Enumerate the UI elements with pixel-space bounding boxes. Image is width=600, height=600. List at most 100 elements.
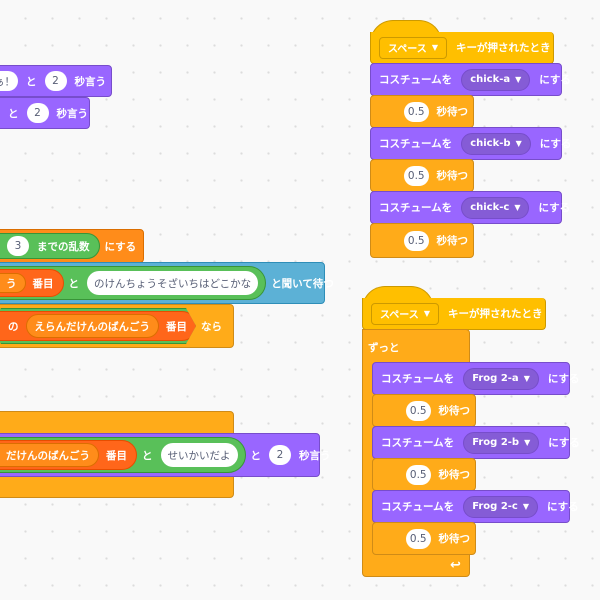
join-reporter[interactable]: う 番目 と のけんちょうそざいちはどこかな: [0, 266, 267, 300]
costume-dropdown[interactable]: chick-c ▼: [461, 196, 530, 219]
loop-arrow-icon: ↩: [450, 557, 461, 573]
chevron-down-icon: ▼: [524, 438, 531, 447]
say-verb-label: 秒言う: [74, 75, 107, 88]
costume-label: コスチュームを: [379, 202, 453, 214]
key-dropdown[interactable]: スペース ▼: [379, 36, 447, 59]
costume-label: コスチュームを: [381, 501, 455, 513]
switch-costume-block[interactable]: コスチュームを chick-a ▼ にする: [370, 63, 571, 96]
costume-verb: にする: [547, 373, 580, 385]
say-secs-input[interactable]: 2: [269, 445, 291, 465]
costume-label: コスチュームを: [379, 138, 453, 150]
random-label: までの乱数: [37, 240, 90, 253]
question-input[interactable]: のけんちょうそざいちはどこかな: [87, 271, 259, 295]
random-to-input[interactable]: 3: [7, 236, 29, 256]
say-for-secs-block[interactable]: と 2 秒言う: [0, 97, 90, 129]
say-verb-label: 秒言う: [56, 107, 89, 120]
when-key-pressed-hat[interactable]: スペース ▼ キーが押されたとき: [370, 32, 554, 64]
hat-label: キーが押されたとき: [455, 42, 551, 54]
costume-value: Frog 2-a: [472, 373, 519, 384]
chevron-down-icon: ▼: [431, 43, 438, 52]
wait-block[interactable]: 0.5 秒待つ: [372, 522, 476, 555]
wait-label: 秒待つ: [436, 235, 469, 247]
pick-random-reporter[interactable]: 3 までの乱数: [0, 233, 100, 259]
wait-label: 秒待つ: [436, 106, 469, 118]
join-label: と: [142, 449, 153, 462]
wait-block[interactable]: 0.5 秒待つ: [370, 223, 474, 258]
chevron-down-icon: ▼: [522, 502, 530, 511]
wait-label: 秒待つ: [438, 533, 471, 545]
costume-dropdown[interactable]: Frog 2-a ▼: [463, 367, 539, 390]
costume-value: chick-a: [470, 74, 511, 85]
variable-reporter[interactable]: えらんだけんのばんごう: [26, 314, 160, 338]
switch-costume-block[interactable]: コスチュームを Frog 2-a ▼ にする: [372, 362, 579, 395]
switch-costume-block[interactable]: コスチュームを chick-c ▼ にする: [370, 191, 570, 224]
costume-label: コスチュームを: [381, 373, 455, 385]
say-secs-input[interactable]: 2: [44, 71, 67, 91]
variable-reporter[interactable]: う: [0, 273, 26, 293]
key-dropdown[interactable]: スペース ▼: [371, 302, 439, 325]
say-for-secs-block[interactable]: だけんのばんごう 番目 と せいかいだよ と 2 秒言う: [0, 433, 331, 477]
wait-secs-input[interactable]: 0.5: [404, 230, 429, 251]
when-key-pressed-hat[interactable]: スペース ▼ キーが押されたとき: [362, 298, 546, 330]
chevron-down-icon: ▼: [515, 139, 522, 148]
wait-label: 秒待つ: [438, 405, 471, 417]
say-and-label: と: [250, 449, 262, 462]
key-value: スペース: [388, 44, 427, 55]
forever-label: ずっと: [368, 341, 400, 354]
costume-verb: にする: [547, 501, 579, 513]
say-message-input[interactable]: ぁ！: [0, 71, 18, 91]
wait-block[interactable]: 0.5 秒待つ: [370, 159, 474, 192]
set-verb-label: にする: [104, 240, 137, 253]
wait-block[interactable]: 0.5 秒待つ: [370, 95, 474, 128]
wait-label: 秒待つ: [436, 170, 469, 182]
set-variable-block[interactable]: 3 までの乱数 にする: [0, 229, 144, 263]
switch-costume-block[interactable]: コスチュームを Frog 2-c ▼ にする: [372, 490, 579, 523]
wait-block[interactable]: 0.5 秒待つ: [372, 458, 476, 491]
index-label: 番目: [106, 449, 127, 462]
chevron-down-icon: ▼: [423, 309, 430, 318]
costume-dropdown[interactable]: Frog 2-c ▼: [463, 495, 539, 518]
equals-condition[interactable]: の えらんだけんのばんごう 番目: [0, 308, 196, 344]
say-secs-input[interactable]: 2: [26, 103, 49, 123]
wait-secs-input[interactable]: 0.5: [404, 165, 429, 186]
of-label: の: [8, 320, 19, 333]
chevron-down-icon: ▼: [514, 203, 521, 212]
wait-secs-input[interactable]: 0.5: [406, 464, 431, 485]
ask-and-wait-block[interactable]: う 番目 と のけんちょうそざいちはどこかな と聞いて待つ: [0, 262, 334, 304]
join-label: と: [68, 277, 80, 290]
chevron-down-icon: ▼: [515, 75, 522, 84]
wait-secs-input[interactable]: 0.5: [404, 101, 429, 122]
wait-secs-input[interactable]: 0.5: [406, 528, 431, 549]
costume-verb: にする: [538, 202, 571, 214]
message-input[interactable]: せいかいだよ: [160, 443, 238, 467]
key-value: スペース: [380, 310, 419, 321]
costume-verb: にする: [539, 138, 572, 150]
switch-costume-block[interactable]: コスチュームを chick-b ▼ にする: [370, 127, 571, 160]
switch-costume-block[interactable]: コスチュームを Frog 2-b ▼ にする: [372, 426, 580, 459]
say-and-label: と: [26, 75, 37, 88]
costume-dropdown[interactable]: chick-b ▼: [461, 132, 531, 155]
variable-reporter[interactable]: だけんのばんごう: [0, 443, 99, 467]
costume-value: Frog 2-c: [472, 501, 518, 512]
costume-dropdown[interactable]: chick-a ▼: [461, 68, 531, 91]
then-label: なら: [201, 320, 222, 333]
wait-label: 秒待つ: [438, 469, 471, 481]
say-verb-label: 秒言う: [299, 449, 331, 462]
if-block[interactable]: の えらんだけんのばんごう 番目 なら: [0, 304, 234, 348]
say-for-secs-block[interactable]: ぁ！ と 2 秒言う: [0, 65, 112, 97]
wait-block[interactable]: 0.5 秒待つ: [372, 394, 476, 427]
costume-verb: にする: [548, 437, 580, 449]
wait-secs-input[interactable]: 0.5: [406, 400, 431, 421]
ask-verb-label: と聞いて待つ: [271, 277, 334, 290]
item-of-list-reporter[interactable]: の えらんだけんのばんごう 番目: [0, 311, 197, 341]
index-label: 番目: [32, 277, 54, 290]
say-and-label: と: [8, 107, 19, 120]
item-of-list-reporter[interactable]: だけんのばんごう 番目: [0, 440, 137, 470]
item-of-list-reporter[interactable]: う 番目: [0, 269, 64, 297]
join-reporter[interactable]: だけんのばんごう 番目 と せいかいだよ: [0, 437, 246, 473]
costume-value: chick-c: [470, 202, 510, 213]
costume-value: Frog 2-b: [472, 437, 520, 448]
costume-dropdown[interactable]: Frog 2-b ▼: [463, 431, 540, 454]
chevron-down-icon: ▼: [523, 374, 530, 383]
costume-label: コスチュームを: [379, 74, 453, 86]
